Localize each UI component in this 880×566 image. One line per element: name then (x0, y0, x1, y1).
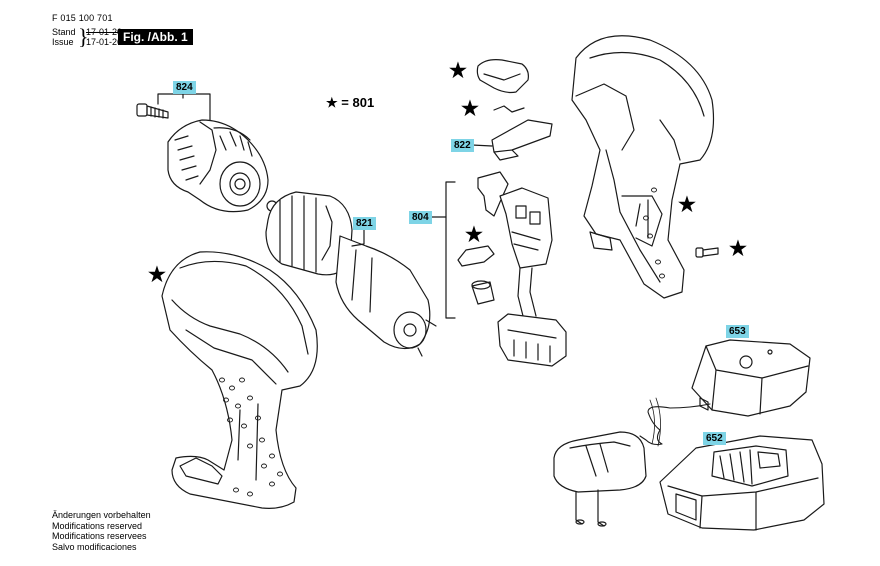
leader-821 (351, 225, 365, 247)
legend-star-icon: ★ (326, 95, 338, 110)
leader-824 (157, 93, 211, 121)
stand-label: Stand (52, 27, 76, 37)
housing-right (571, 35, 715, 299)
magnet-sleeve (471, 280, 495, 305)
led-clip (457, 245, 495, 267)
part-label-652: 652 (703, 432, 726, 445)
part-label-824: 824 (173, 81, 196, 94)
charging-cradle (659, 435, 825, 531)
chuck-screw (136, 103, 169, 119)
figure-title: Fig. /Abb. 1 (118, 29, 193, 45)
star-marker-housing-right: ★ (678, 194, 696, 216)
note-fr: Modifications reservees (52, 531, 147, 541)
leader-822 (471, 144, 493, 147)
issue-label: Issue (52, 37, 74, 47)
part-label-653: 653 (726, 325, 749, 338)
modification-notes: Änderungen vorbehalten Modifications res… (52, 510, 151, 552)
housing-screw (695, 247, 719, 258)
issue-date: 17-01-26 (86, 37, 123, 47)
housing-left (161, 251, 318, 509)
slider-cap (476, 59, 529, 94)
legend-text: = 801 (341, 95, 375, 110)
battery-pack-653 (691, 339, 811, 417)
switch-slider-822 (491, 119, 553, 161)
switch-assembly (477, 171, 567, 367)
part-label-821: 821 (353, 217, 376, 230)
note-es: Salvo modificaciones (52, 541, 137, 552)
legend-star-801: ★ = 801 (326, 96, 374, 110)
charger-adapter (553, 431, 647, 527)
gearbox-motor (265, 191, 437, 357)
spring-clip (493, 105, 525, 113)
star-marker-housing-left: ★ (148, 264, 166, 286)
stand-date: 17-01-20 (86, 27, 123, 37)
star-marker-spring-clip: ★ (461, 98, 479, 120)
charger-cable (639, 403, 711, 446)
star-marker-slider-cap: ★ (449, 60, 467, 82)
star-marker-screw: ★ (729, 238, 747, 260)
part-label-822: 822 (451, 139, 474, 152)
document-number: F 015 100 701 (52, 13, 113, 23)
note-de: Änderungen vorbehalten (52, 510, 151, 520)
note-en: Modifications reserved (52, 520, 143, 531)
bracket-804 (445, 181, 456, 319)
brace-symbol: } (78, 24, 89, 49)
drill-chuck (167, 119, 269, 213)
star-marker-led-clip: ★ (465, 224, 483, 246)
part-label-804: 804 (409, 211, 432, 224)
